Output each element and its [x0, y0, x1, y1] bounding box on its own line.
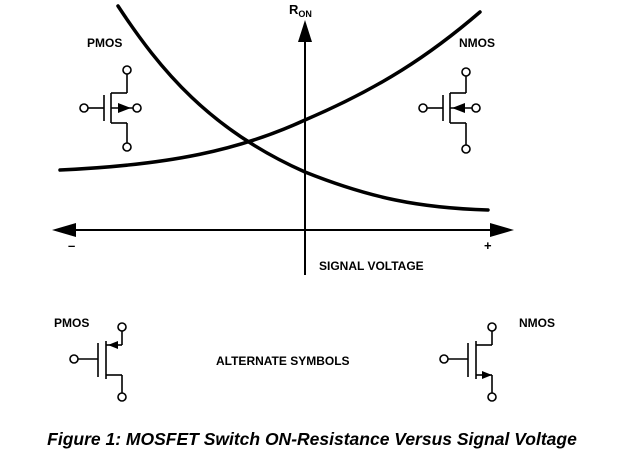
x-axis-right-arrowhead: [490, 223, 514, 237]
pmos-symbol-alt: [69, 322, 127, 402]
x-axis-minus-label: –: [68, 238, 75, 253]
ron-axis-label: RON: [289, 2, 312, 19]
pmos-ron-curve: [116, 4, 490, 212]
nmos-curve-label: NMOS: [459, 36, 495, 50]
nmos-ron-curve: [58, 10, 482, 172]
nmos-symbol-alt: [439, 322, 497, 402]
figure-caption: Figure 1: MOSFET Switch ON-Resistance Ve…: [47, 429, 577, 449]
x-axis-plus-label: +: [484, 238, 492, 253]
alt-pmos-label: PMOS: [54, 316, 89, 330]
x-axis-title: SIGNAL VOLTAGE: [319, 259, 424, 273]
alternate-symbols-label: ALTERNATE SYMBOLS: [216, 354, 350, 368]
pmos-curve-label: PMOS: [87, 36, 122, 50]
alt-nmos-label: NMOS: [519, 316, 555, 330]
ron-axis-arrowhead: [298, 20, 312, 42]
x-axis-left-arrowhead: [52, 223, 76, 237]
nmos-symbol-top: [418, 67, 481, 154]
pmos-symbol-top: [79, 65, 142, 152]
